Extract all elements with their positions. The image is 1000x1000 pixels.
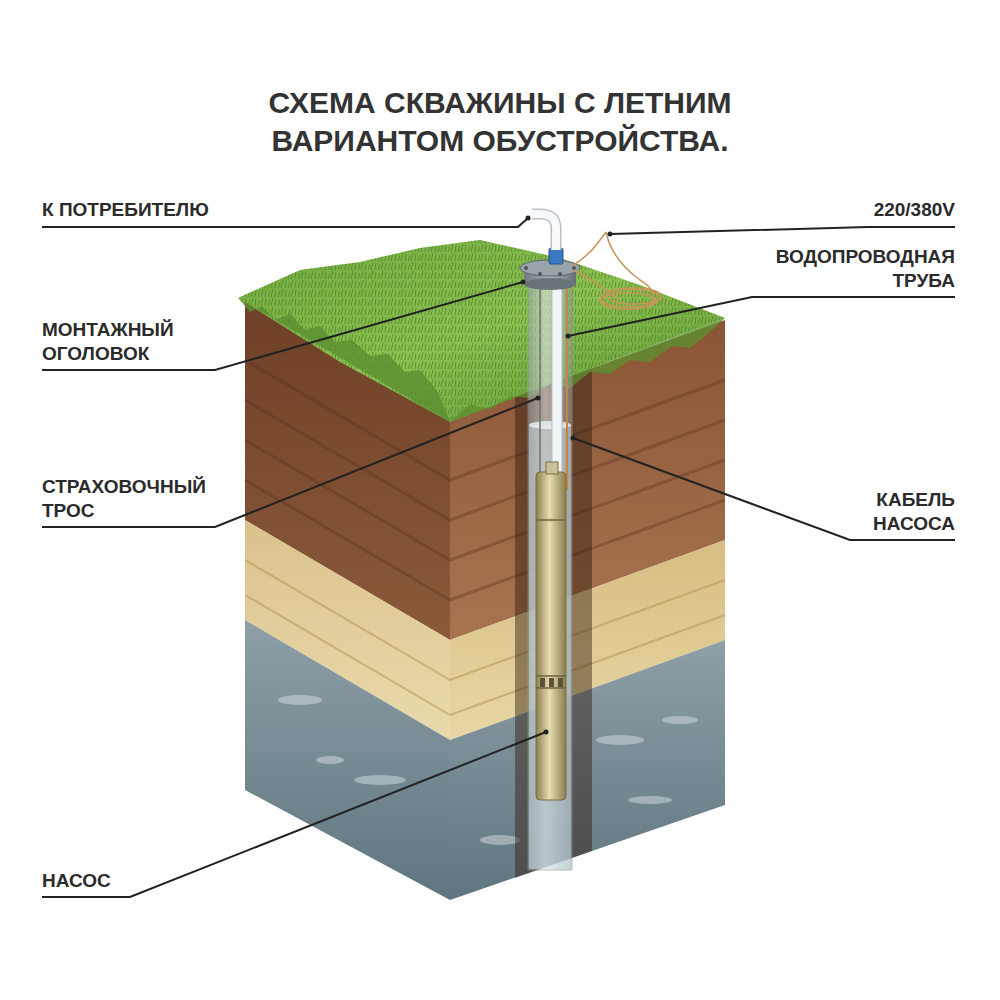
callout-label: 220/380V	[775, 198, 955, 222]
head-bottom	[524, 278, 576, 290]
leader-line	[610, 227, 955, 234]
callout-label: МОНТАЖНЫЙ ОГОЛОВОК	[42, 318, 227, 366]
leader-dots	[521, 216, 613, 735]
callout-label: НАСОС	[42, 869, 242, 893]
callout-label: К ПОТРЕБИТЕЛЮ	[42, 198, 342, 222]
cable-coil	[572, 232, 661, 309]
casing-pipe	[528, 270, 572, 870]
callout-label: СТРАХОВОЧНЫЙ ТРОС	[42, 475, 247, 523]
outlet-pipe-shadow	[532, 214, 556, 250]
leader-line	[42, 732, 546, 897]
head-bolts	[524, 266, 576, 276]
water-ripples	[278, 695, 698, 845]
leader-lines	[42, 218, 955, 897]
well-head	[520, 214, 580, 290]
callout-label: КАБЕЛЬ НАСОСА	[830, 488, 955, 536]
leader-line	[42, 282, 523, 370]
diagram-title: СХЕМА СКВАЖИНЫ С ЛЕТНИМ ВАРИАНТОМ ОБУСТР…	[225, 84, 775, 160]
outlet-pipe	[532, 214, 556, 250]
grass-texture	[238, 240, 725, 422]
pump-intake	[540, 678, 563, 687]
pump-cable	[566, 280, 568, 490]
safety-rope	[539, 280, 541, 478]
callout-label: ВОДОПРОВОДНАЯ ТРУБА	[752, 245, 955, 293]
pump-body	[536, 472, 566, 800]
pump-outlet	[546, 462, 558, 474]
leader-line	[42, 398, 538, 527]
well-casing	[528, 262, 572, 870]
pipe-fitting	[549, 248, 563, 264]
grass-edge	[238, 298, 725, 422]
sand-strata	[245, 560, 725, 715]
soil-block	[238, 240, 725, 900]
leader-line	[573, 438, 955, 540]
grass-top	[238, 240, 725, 422]
water-pipe	[552, 262, 562, 474]
water-in-casing	[529, 425, 571, 869]
pump-segments	[536, 520, 566, 688]
leader-line	[568, 297, 955, 336]
water-level	[529, 421, 571, 429]
